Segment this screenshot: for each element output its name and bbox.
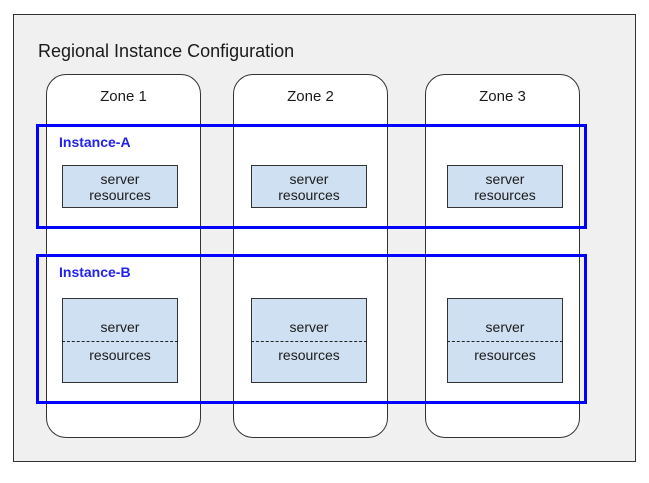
server-node-line2: resources (474, 186, 536, 203)
zone-label-3: Zone 3 (479, 88, 526, 105)
server-resources-node[interactable]: server resources (251, 298, 367, 383)
split-divider-icon (62, 340, 178, 342)
server-node-line1: server (485, 170, 525, 187)
server-resources-node[interactable]: server resources (62, 298, 178, 383)
server-resources-node[interactable]: server resources (447, 165, 563, 208)
server-node-line1: server (289, 170, 329, 187)
instance-group-a[interactable]: Instance-A (36, 124, 587, 229)
server-resources-node[interactable]: server resources (251, 165, 367, 208)
zone-label-1: Zone 1 (100, 88, 147, 105)
server-node-line1: server (100, 318, 140, 335)
server-node-line1: server (100, 170, 140, 187)
zone-label-2: Zone 2 (287, 88, 334, 105)
split-divider-icon (251, 340, 367, 342)
server-node-line2: resources (278, 346, 340, 363)
server-node-line2: resources (89, 186, 151, 203)
server-node-line1: server (485, 318, 525, 335)
server-resources-node[interactable]: server resources (62, 165, 178, 208)
server-node-line1: server (289, 318, 329, 335)
server-node-line2: resources (278, 186, 340, 203)
server-node-line2: resources (474, 346, 536, 363)
instance-label-b: Instance-B (59, 264, 131, 280)
server-resources-node[interactable]: server resources (447, 298, 563, 383)
instance-group-b[interactable]: Instance-B (36, 254, 587, 404)
instance-label-a: Instance-A (59, 134, 131, 150)
split-divider-icon (447, 340, 563, 342)
page-title: Regional Instance Configuration (38, 41, 295, 61)
server-node-line2: resources (89, 346, 151, 363)
